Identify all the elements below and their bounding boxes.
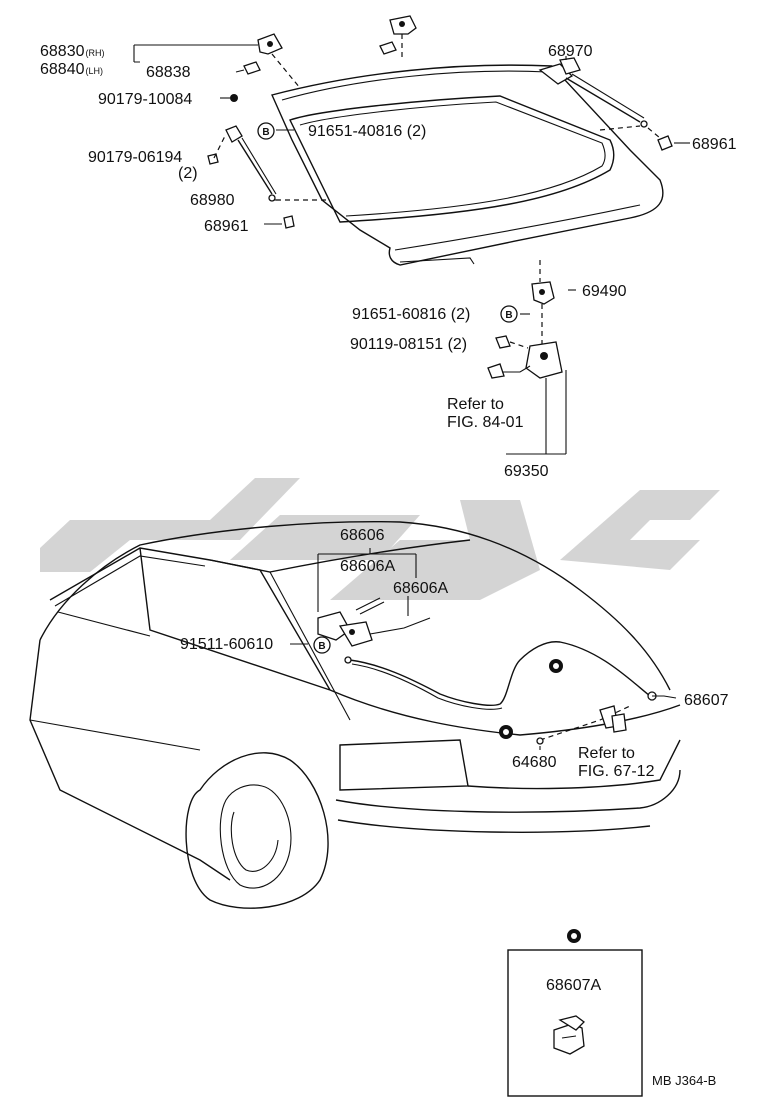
release-cable-68607: [344, 641, 677, 745]
label-68606A-1: 68606A: [340, 558, 395, 575]
label-69490: 69490: [582, 283, 627, 300]
label-64680: 64680: [512, 754, 557, 771]
label-68838: 68838: [146, 64, 191, 81]
watermark: [40, 478, 720, 600]
callout-b-1: B: [257, 122, 275, 140]
label-68607A: 68607A: [546, 977, 601, 994]
label-68961-right: 68961: [692, 136, 737, 153]
callout-b-3: B: [313, 636, 331, 654]
svg-text:68840(LH): 68840(LH): [40, 61, 103, 78]
inset-68607A: [507, 949, 643, 1097]
label-69350: 69350: [504, 463, 549, 480]
label-rh: (RH): [86, 48, 105, 58]
label-90179-10084: 90179-10084: [98, 91, 192, 108]
part-labels: 68830(RH) 68840(LH) 68838 90179-10084 91…: [40, 43, 737, 1088]
callout-b-2: B: [500, 305, 518, 323]
label-lh: (LH): [86, 66, 104, 76]
marker-dots: [499, 659, 581, 943]
lock-assembly-69350: [487, 260, 576, 455]
label-68961-left: 68961: [204, 218, 249, 235]
bracket-parts: [539, 705, 627, 750]
lock-68606-part: [290, 548, 431, 647]
label-68606: 68606: [340, 527, 385, 544]
label-91511-60610: 91511-60610: [180, 636, 273, 653]
label-68830: 68830: [40, 43, 85, 60]
label-fig-67-12: FIG. 67-12: [578, 763, 655, 780]
hinge-68830-part: [230, 33, 283, 102]
label-68606A-2: 68606A: [393, 580, 448, 597]
label-68980: 68980: [190, 192, 235, 209]
label-90179-06194: 90179-06194: [88, 149, 182, 166]
label-refer-to-a: Refer to: [447, 396, 504, 413]
label-91651-60816: 91651-60816 (2): [352, 306, 470, 323]
label-qty-2: (2): [178, 165, 198, 182]
car-body: [29, 521, 681, 909]
strut-68980: [207, 125, 330, 229]
label-fig-84-01: FIG. 84-01: [447, 414, 524, 431]
label-91651-40816: 91651-40816 (2): [308, 123, 426, 140]
label-refer-to-b: Refer to: [578, 745, 635, 762]
callout-b-3-letter: B: [318, 641, 325, 652]
label-68840: 68840: [40, 61, 85, 78]
label-68970: 68970: [548, 43, 593, 60]
svg-text:68830(RH): 68830(RH): [40, 43, 105, 60]
label-90119-08151: 90119-08151 (2): [350, 336, 467, 353]
hatch-door: [271, 64, 664, 266]
hinge-top-part: [379, 15, 417, 55]
callout-b-2-letter: B: [505, 310, 512, 321]
diagram-code: MB J364-B: [652, 1073, 716, 1088]
callout-b-1-letter: B: [262, 127, 269, 138]
label-68607: 68607: [684, 692, 729, 709]
strut-68970: [538, 56, 690, 151]
